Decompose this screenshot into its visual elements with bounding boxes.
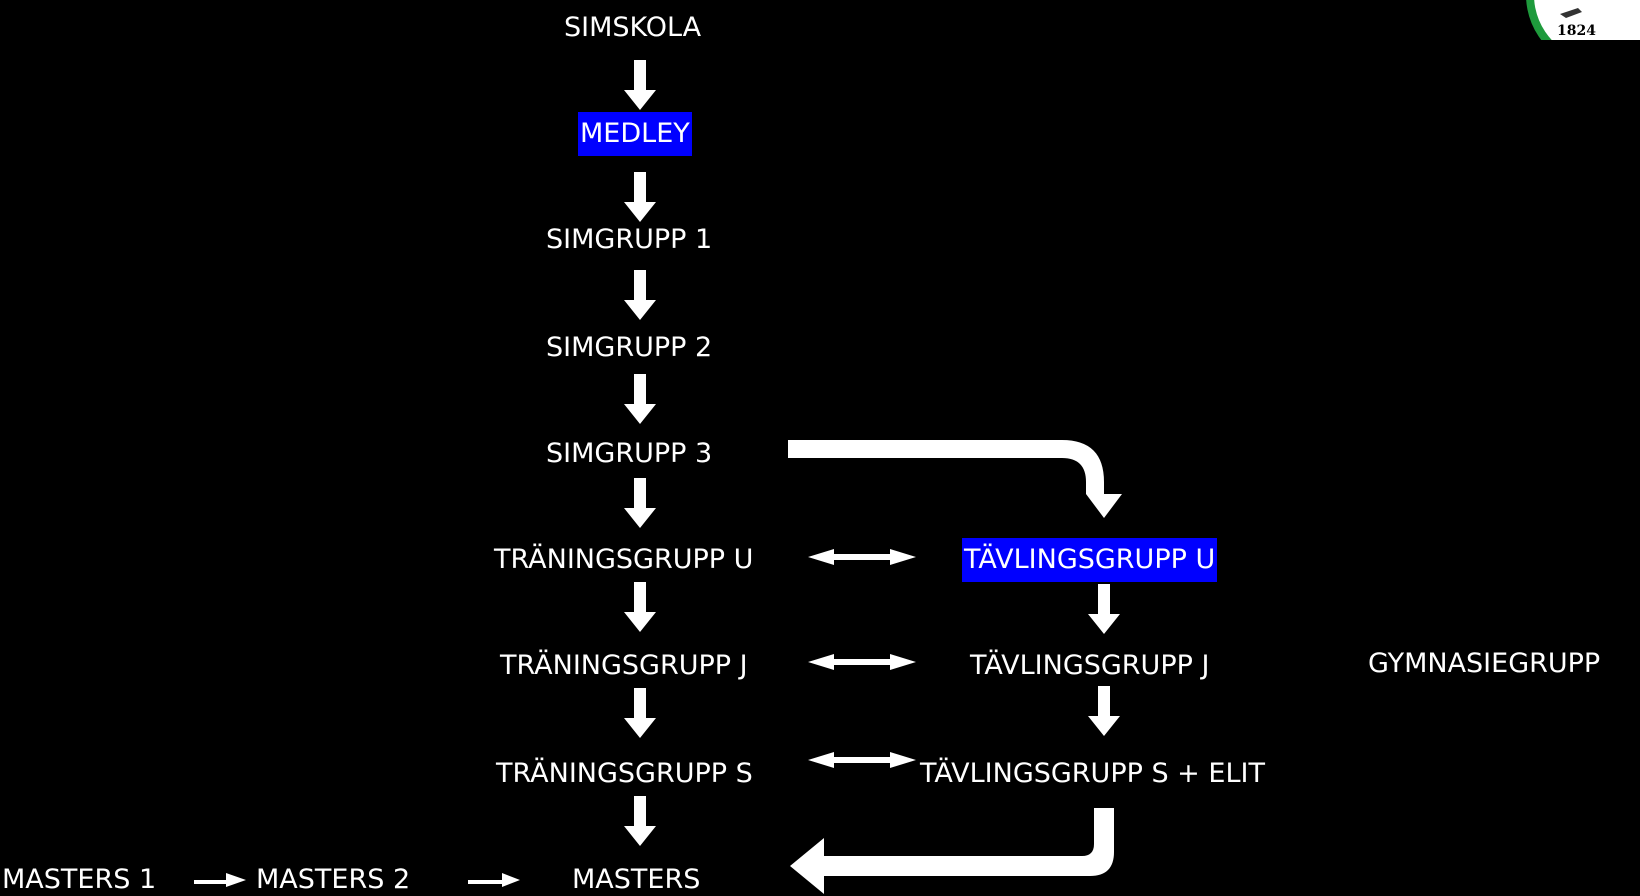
node-traningsgrupp-j: TRÄNINGSGRUPP J: [500, 650, 748, 681]
arrow-masters1-to-masters2: [194, 873, 246, 887]
double-arrow-j: [808, 654, 916, 670]
node-traningsgrupp-u: TRÄNINGSGRUPP U: [494, 544, 754, 575]
arrow-tavlingsgrupp-u-to-j: [1088, 584, 1120, 634]
arrow-medley-to-simgrupp1: [624, 172, 656, 222]
arrow-simgrupp2-to-simgrupp3: [624, 374, 656, 424]
node-medley: MEDLEY: [578, 112, 692, 156]
arrow-tavlingsgrupp-j-to-s: [1088, 686, 1120, 736]
node-tavlingsgrupp-u: TÄVLINGSGRUPP U: [962, 538, 1218, 582]
node-traningsgrupp-s: TRÄNINGSGRUPP S: [496, 758, 753, 789]
arrow-simskola-to-medley: [624, 60, 656, 110]
double-arrow-s: [808, 752, 916, 768]
arrow-traningsgrupp-s-to-masters: [624, 796, 656, 846]
node-masters-1: MASTERS 1: [2, 864, 157, 895]
node-simgrupp-2: SIMGRUPP 2: [546, 332, 713, 363]
logo-inner: [1534, 0, 1640, 40]
node-simskola: SIMSKOLA: [564, 12, 702, 43]
node-masters-2: MASTERS 2: [256, 864, 411, 895]
arrow-masters2-to-masters: [468, 873, 520, 887]
double-arrow-u: [808, 549, 916, 565]
logo-emblem-icon: [1560, 8, 1582, 18]
arrow-traningsgrupp-u-to-j: [624, 582, 656, 632]
arrow-traningsgrupp-j-to-s: [624, 688, 656, 738]
arrow-simgrupp1-to-simgrupp2: [624, 270, 656, 320]
arrow-simgrupp3-to-traningsgrupp-u: [624, 478, 656, 528]
node-simgrupp-3: SIMGRUPP 3: [546, 438, 713, 469]
node-tavlingsgrupp-s-elit: TÄVLINGSGRUPP S + ELIT: [920, 758, 1265, 789]
logo-year: 1824: [1557, 23, 1596, 39]
club-logo: 1824: [1526, 0, 1640, 40]
node-gymnasiegrupp: GYMNASIEGRUPP: [1368, 648, 1601, 679]
node-masters: MASTERS: [572, 864, 701, 895]
arrow-simgrupp3-to-tavlingsgrupp-u: [788, 440, 1122, 518]
node-simgrupp-1: SIMGRUPP 1: [546, 224, 713, 255]
arrow-tavlingsgrupp-s-to-masters: [790, 808, 1114, 894]
node-tavlingsgrupp-j: TÄVLINGSGRUPP J: [970, 650, 1210, 681]
